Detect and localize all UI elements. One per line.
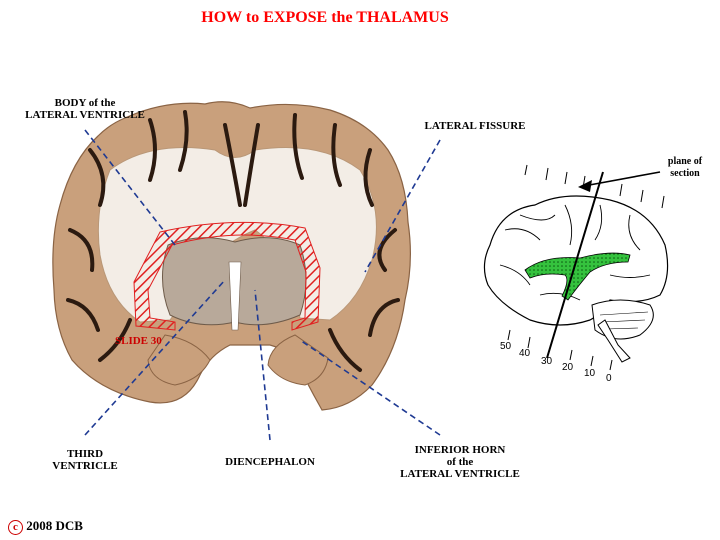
scale-number-20: 20 bbox=[562, 362, 574, 373]
label-diencephalon: DIENCEPHALON bbox=[225, 456, 315, 468]
scale-number-0: 0 bbox=[606, 373, 612, 384]
scale-number-30: 30 bbox=[541, 356, 553, 367]
label-plane-of-section: plane of section bbox=[667, 156, 703, 179]
scale-number-40: 40 bbox=[519, 348, 531, 359]
label-third-ventricle: THIRD VENTRICLE bbox=[52, 448, 118, 472]
leader-lateral-fissure bbox=[364, 139, 441, 273]
copyright: c 2008 DCB bbox=[8, 518, 83, 535]
leader-third-ventricle bbox=[84, 279, 226, 436]
page-title: HOW to EXPOSE the THALAMUS bbox=[201, 9, 449, 26]
leader-inferior-horn bbox=[299, 339, 441, 436]
copyright-symbol: c bbox=[8, 520, 23, 535]
lateral-brain-drawing bbox=[483, 164, 669, 371]
copyright-text: 2008 DCB bbox=[26, 518, 83, 533]
label-lateral-fissure: LATERAL FISSURE bbox=[424, 120, 526, 132]
coronal-brain-section bbox=[52, 101, 411, 411]
slide-reference: SLIDE 30 bbox=[115, 335, 162, 347]
label-inferior-horn: INFERIOR HORN of the LATERAL VENTRICLE bbox=[400, 444, 520, 480]
leader-lines bbox=[84, 129, 441, 441]
leader-body-lateral-ventricle bbox=[84, 129, 176, 246]
scale-number-50: 50 bbox=[500, 341, 512, 352]
label-body-lateral-ventricle: BODY of the LATERAL VENTRICLE bbox=[25, 97, 145, 121]
leader-diencephalon bbox=[254, 289, 271, 441]
scale-number-10: 10 bbox=[584, 368, 596, 379]
